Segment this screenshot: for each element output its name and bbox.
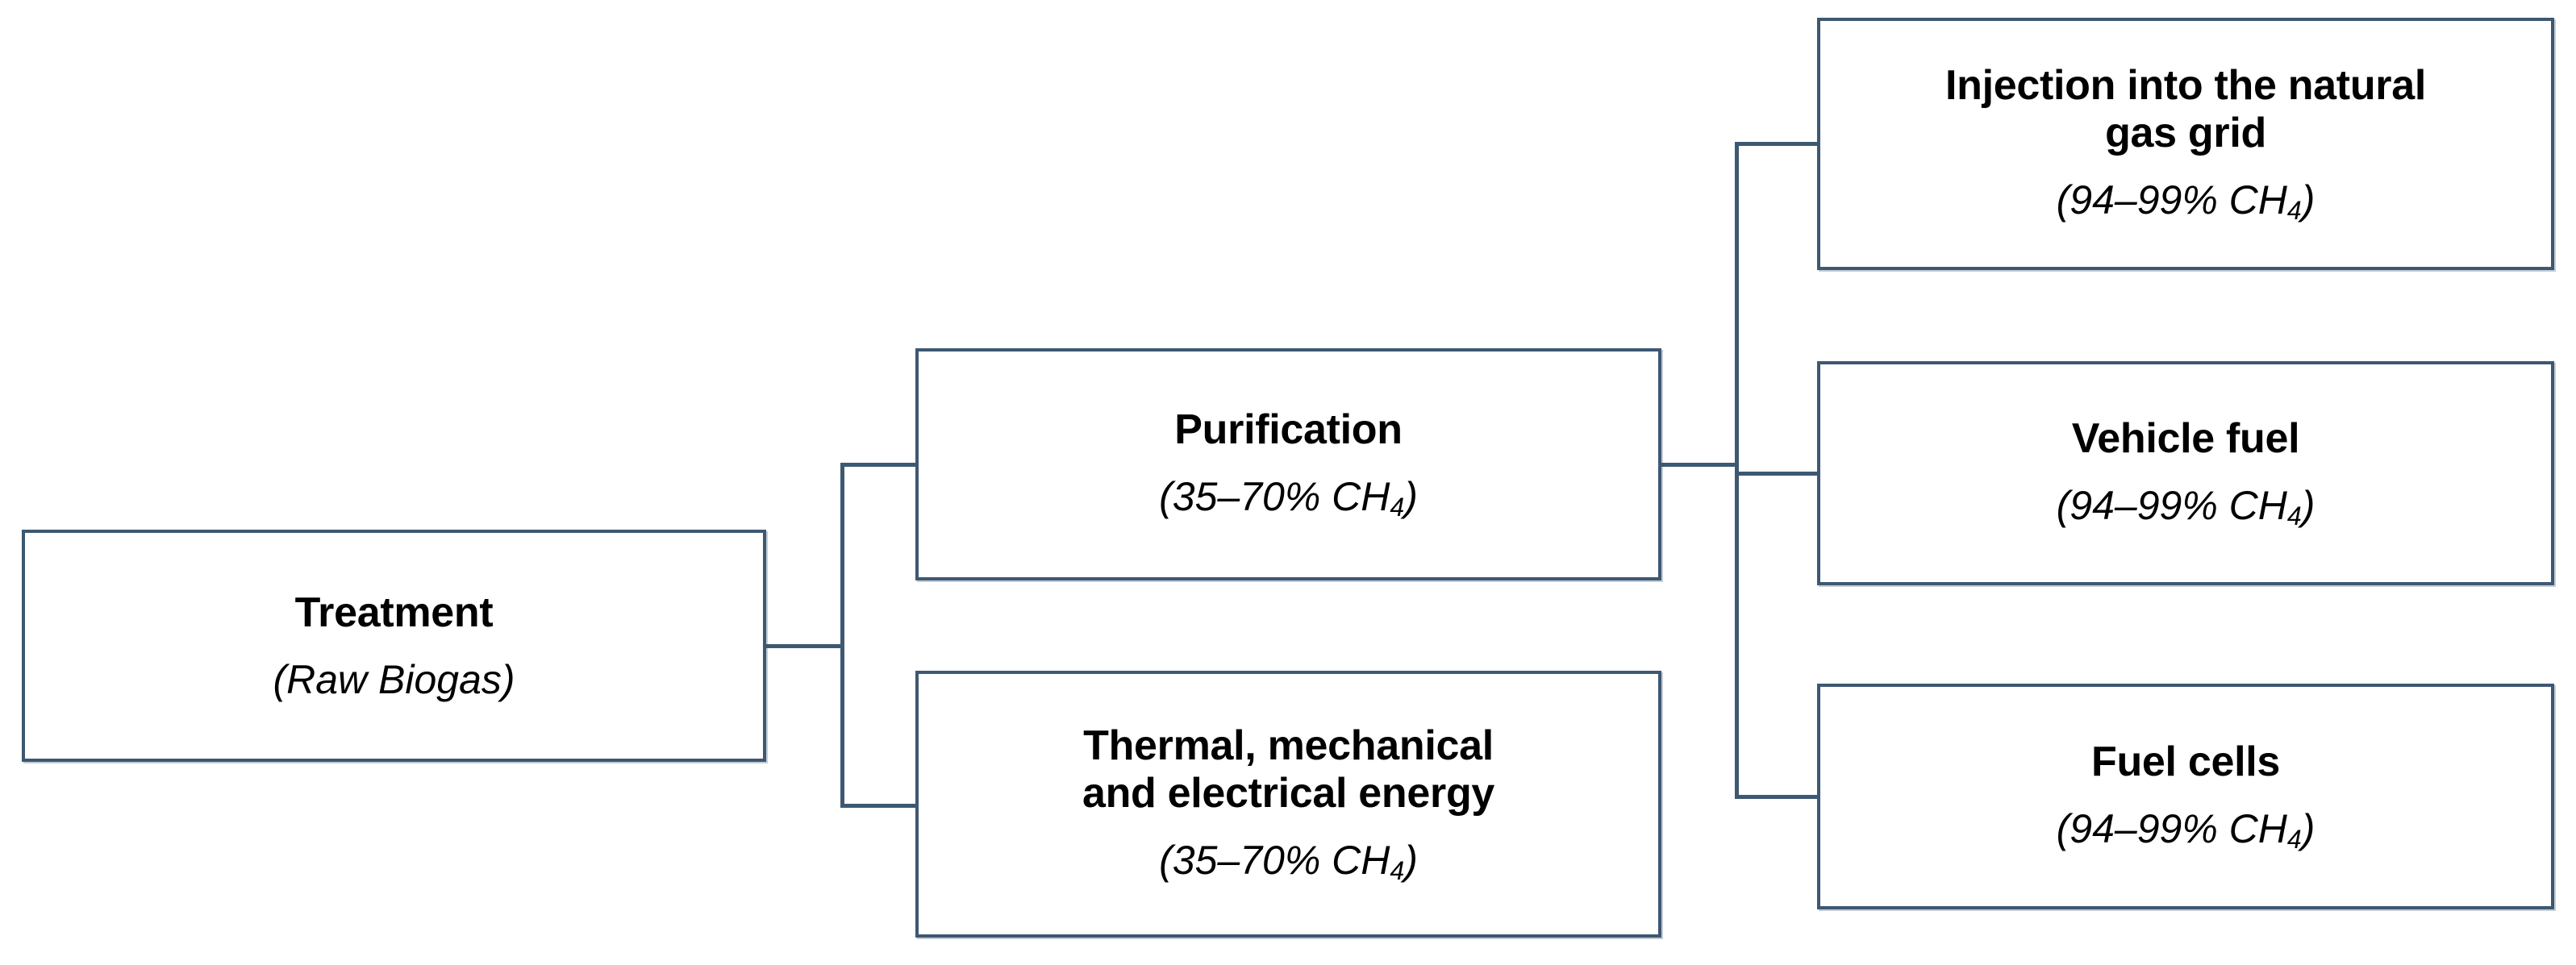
node-thermal-energy-title: Thermal, mechanical and electrical energ… <box>1082 722 1495 817</box>
node-gas-grid-sub-subscript: 4 <box>2286 195 2302 225</box>
node-gas-grid-subtitle: (94–99% CH4) <box>2057 177 2315 226</box>
connector-to-thermal-energy <box>840 804 917 808</box>
node-thermal-mechanical-electrical-energy[interactable]: Thermal, mechanical and electrical energ… <box>915 671 1661 938</box>
node-thermal-energy-sub-subscript: 4 <box>1390 855 1405 885</box>
node-fuel-cells-sub-subscript: 4 <box>2286 825 2302 855</box>
connector-treatment-stub <box>766 644 844 648</box>
connector-treatment-bus <box>840 464 844 808</box>
node-purification-title: Purification <box>1174 406 1403 453</box>
node-vehicle-fuel-sub-subscript: 4 <box>2286 501 2302 531</box>
node-vehicle-fuel[interactable]: Vehicle fuel (94–99% CH4) <box>1817 361 2554 585</box>
node-vehicle-fuel-sub-suffix: ) <box>2301 483 2315 529</box>
node-gas-grid-sub-suffix: ) <box>2301 177 2315 223</box>
node-thermal-energy-sub-prefix: (35–70% CH <box>1159 837 1390 883</box>
node-purification-sub-suffix: ) <box>1404 474 1418 520</box>
node-thermal-energy-subtitle: (35–70% CH4) <box>1159 838 1418 886</box>
node-gas-grid-title: Injection into the natural gas grid <box>1945 62 2426 156</box>
node-fuel-cells-title: Fuel cells <box>2091 738 2280 785</box>
connector-to-fuel-cells <box>1735 795 1819 799</box>
connector-to-purification <box>840 463 917 467</box>
node-thermal-energy-sub-suffix: ) <box>1404 837 1418 883</box>
connector-to-gas-grid <box>1735 142 1819 146</box>
node-vehicle-fuel-sub-prefix: (94–99% CH <box>2056 483 2287 529</box>
node-fuel-cells-sub-suffix: ) <box>2301 806 2315 852</box>
node-fuel-cells-sub-prefix: (94–99% CH <box>2056 806 2287 852</box>
node-injection-into-the-natural-gas-grid[interactable]: Injection into the natural gas grid (94–… <box>1817 18 2554 270</box>
connector-purification-stub <box>1661 463 1739 467</box>
node-treatment-subtitle: (Raw Biogas) <box>273 657 515 702</box>
node-fuel-cells-subtitle: (94–99% CH4) <box>2057 806 2315 855</box>
node-treatment[interactable]: Treatment (Raw Biogas) <box>22 530 766 762</box>
node-purification-sub-subscript: 4 <box>1390 493 1405 522</box>
node-fuel-cells[interactable]: Fuel cells (94–99% CH4) <box>1817 684 2554 909</box>
node-treatment-sub-text: (Raw Biogas) <box>273 657 515 703</box>
node-vehicle-fuel-subtitle: (94–99% CH4) <box>2057 483 2315 531</box>
node-treatment-title: Treatment <box>294 589 494 636</box>
node-gas-grid-sub-prefix: (94–99% CH <box>2056 177 2287 223</box>
node-purification-sub-prefix: (35–70% CH <box>1159 474 1390 520</box>
node-vehicle-fuel-title: Vehicle fuel <box>2071 414 2300 462</box>
connector-to-vehicle-fuel <box>1735 472 1819 476</box>
node-purification[interactable]: Purification (35–70% CH4) <box>915 348 1661 580</box>
node-purification-subtitle: (35–70% CH4) <box>1159 474 1418 522</box>
connector-purification-bus <box>1735 144 1739 797</box>
